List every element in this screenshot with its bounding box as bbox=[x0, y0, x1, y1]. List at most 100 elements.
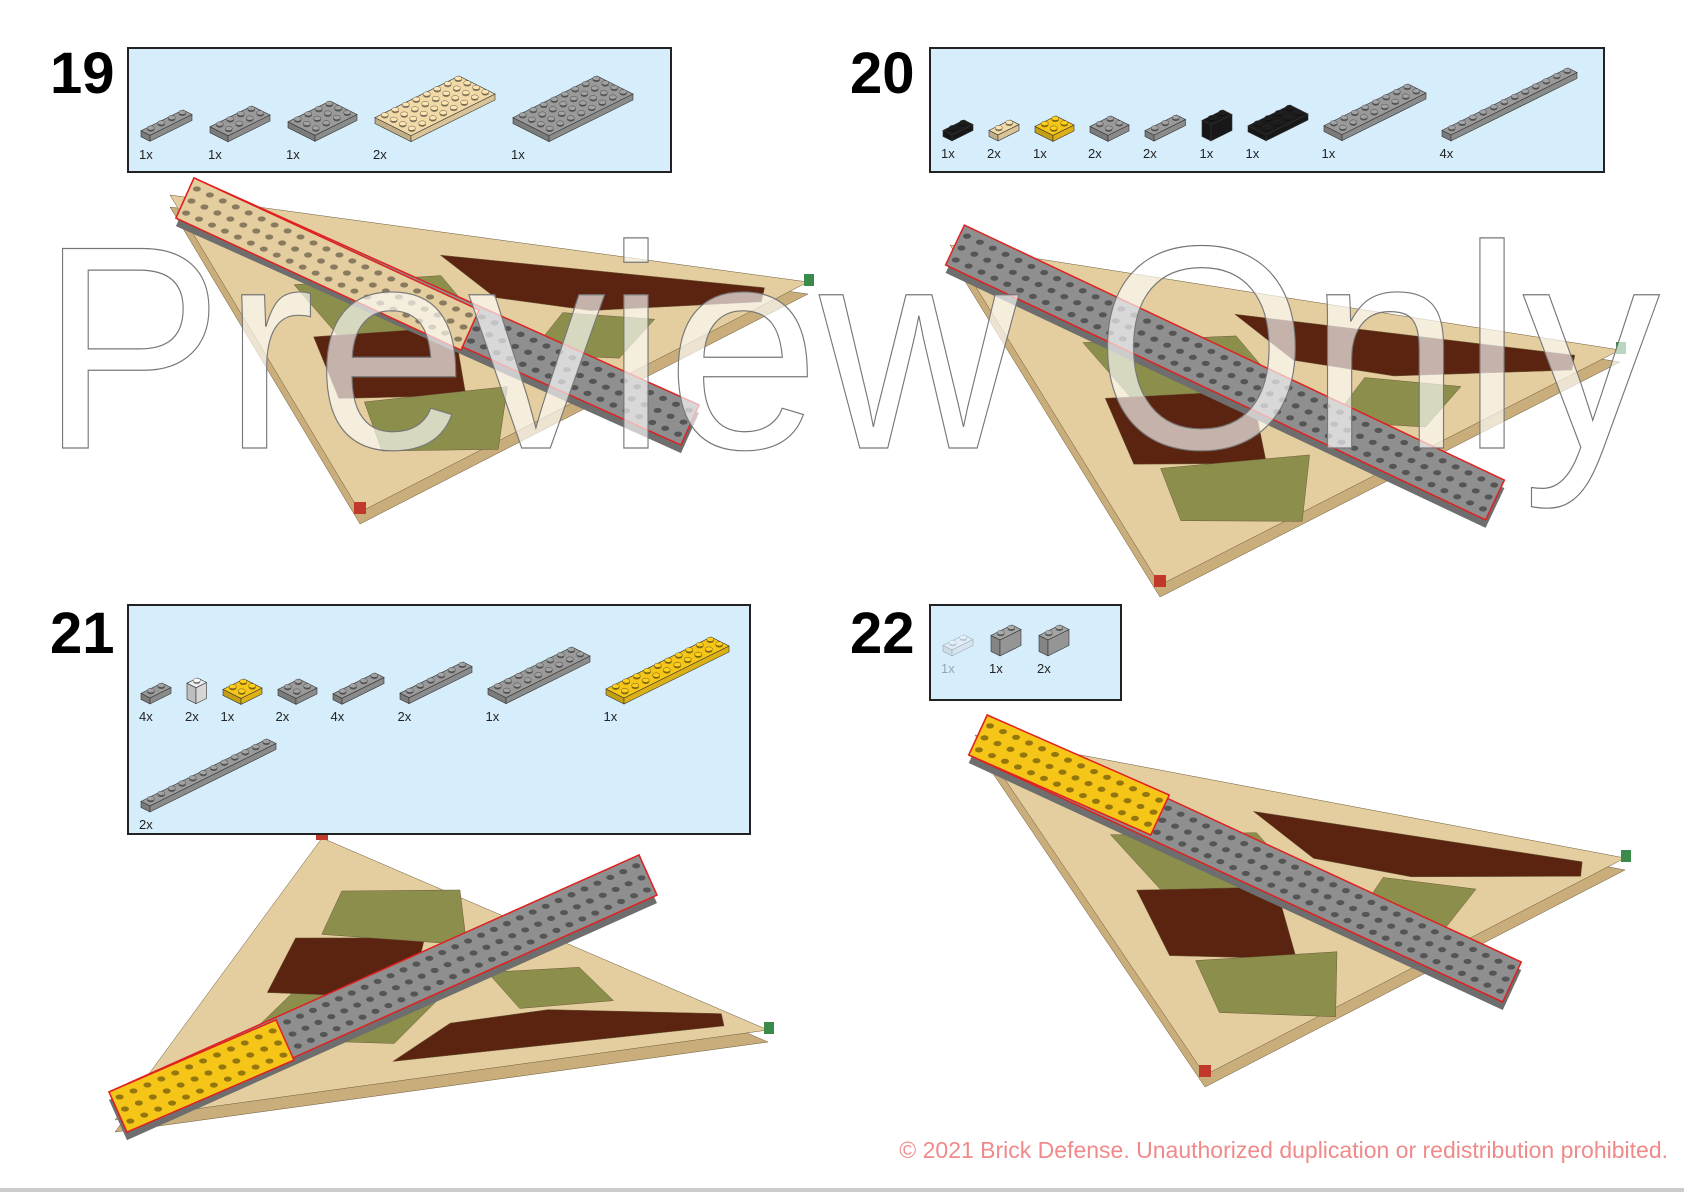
plate-2x2-icon bbox=[276, 678, 318, 705]
plate-2x10-icon bbox=[604, 636, 730, 705]
camo-olive bbox=[486, 967, 615, 1009]
part-count: 1x bbox=[511, 146, 525, 162]
tail-light bbox=[1154, 575, 1166, 587]
model-step-22 bbox=[967, 714, 1631, 1088]
model-step-21 bbox=[108, 828, 774, 1141]
part-count: 4x bbox=[139, 709, 153, 724]
part-count: 1x bbox=[485, 709, 500, 724]
plate-1x2-icon bbox=[988, 119, 1020, 142]
parts-row: 1x 1x 2x bbox=[941, 620, 1110, 676]
model-step-19 bbox=[169, 176, 814, 525]
part-count: 1x bbox=[1033, 145, 1047, 161]
plate-4x8-icon bbox=[512, 75, 634, 143]
part-plate-2x4: 1x bbox=[208, 101, 272, 162]
part-count: 2x bbox=[373, 146, 387, 162]
plate-1x2-icon bbox=[942, 119, 974, 142]
fuselage-plates bbox=[944, 224, 1506, 521]
part-plate-2x2: 1x bbox=[221, 674, 264, 724]
part-count: 1x bbox=[208, 146, 222, 162]
plate-2x4-icon bbox=[1246, 104, 1309, 142]
new-plates bbox=[108, 1018, 295, 1134]
plate-1x2-icon bbox=[942, 634, 974, 657]
parts-list-step-22: 1x 1x 2x bbox=[929, 604, 1122, 701]
wingtip-light bbox=[764, 1022, 774, 1034]
plate-1x2-icon bbox=[140, 682, 172, 705]
brick-1x2-icon bbox=[1200, 109, 1233, 142]
part-count: 1x bbox=[1321, 145, 1336, 161]
wingtip-light bbox=[1616, 342, 1626, 354]
part-plate-1x4: 1x bbox=[139, 105, 194, 162]
part-technic-brick-1x2: 1x bbox=[989, 620, 1023, 676]
wingtip-light bbox=[1621, 850, 1631, 862]
part-plate-4x4: 1x bbox=[286, 96, 359, 162]
page-bottom-divider bbox=[0, 1188, 1684, 1192]
part-count: 2x bbox=[275, 709, 290, 724]
part-count: 1x bbox=[941, 145, 955, 161]
part-count: 4x bbox=[330, 709, 345, 724]
part-count: 2x bbox=[987, 145, 1001, 161]
step-number-22: 22 bbox=[850, 601, 915, 666]
parts-list-step-20: 1x 2x 1x 2x 2x 1x 1x 1x 4x bbox=[929, 47, 1605, 173]
wingtip-light bbox=[804, 274, 814, 286]
part-count: 2x bbox=[1088, 145, 1102, 161]
part-bracket-1x1: 2x bbox=[185, 673, 209, 724]
camo-brown bbox=[439, 254, 765, 311]
part-plate-2x2: 1x bbox=[1033, 111, 1076, 161]
part-plate-4x8: 1x bbox=[511, 71, 635, 162]
part-count: 1x bbox=[1199, 145, 1214, 161]
part-count: 4x bbox=[1439, 145, 1454, 161]
part-count: 2x bbox=[139, 816, 153, 832]
new-plates bbox=[174, 176, 481, 352]
plate-2x2-icon bbox=[1089, 115, 1130, 142]
step-number-20: 20 bbox=[850, 41, 915, 106]
part-plate-2x8: 1x bbox=[1322, 79, 1428, 161]
plate-1x3-icon bbox=[1144, 114, 1187, 142]
camo-olive bbox=[321, 889, 467, 946]
part-count: 1x bbox=[941, 660, 955, 676]
plate-1x6-icon bbox=[398, 661, 473, 705]
part-plate-1x6: 2x bbox=[398, 657, 474, 724]
plate-2x8-icon bbox=[486, 647, 591, 705]
step-number-21: 21 bbox=[50, 601, 115, 666]
plate-2x8-icon bbox=[1322, 83, 1427, 142]
plate-4x8-icon bbox=[374, 75, 496, 143]
camo-olive bbox=[1160, 454, 1310, 522]
parts-row: 1x 2x 1x 2x 2x 1x 1x 1x 4x bbox=[941, 63, 1593, 161]
part-plate-4x8: 2x bbox=[373, 71, 497, 162]
plate-1x4-icon bbox=[331, 672, 385, 705]
part-plate-1x2: 1x bbox=[941, 630, 975, 676]
part-plate-1x2: 4x bbox=[139, 678, 173, 724]
part-count: 1x bbox=[286, 146, 300, 162]
tail-light bbox=[1199, 1065, 1211, 1077]
camo-olive bbox=[364, 386, 508, 452]
plate-1x12-icon bbox=[1440, 67, 1578, 142]
part-count: 1x bbox=[1245, 145, 1260, 161]
part-plate-2x8: 1x bbox=[486, 642, 592, 724]
part-plate-1x12: 2x bbox=[139, 734, 278, 832]
part-count: 2x bbox=[1037, 660, 1051, 676]
new-plates bbox=[967, 714, 1171, 836]
step-number-19: 19 bbox=[50, 41, 115, 106]
part-plate-1x12: 4x bbox=[1440, 63, 1579, 161]
part-plate-2x2: 2x bbox=[276, 674, 319, 724]
part-plate-1x4: 4x bbox=[331, 668, 386, 724]
technic-brick-1x2-icon bbox=[990, 624, 1022, 657]
part-plate-2x4: 1x bbox=[1246, 100, 1310, 161]
plate-1x12-icon bbox=[140, 738, 277, 813]
part-plate-1x3: 2x bbox=[1143, 110, 1188, 161]
copyright-footer: © 2021 Brick Defense. Unauthorized dupli… bbox=[899, 1137, 1668, 1163]
part-count: 2x bbox=[397, 709, 412, 724]
camo-olive bbox=[1195, 951, 1338, 1017]
brick-1x2-side-studs-icon bbox=[1038, 624, 1070, 657]
part-count: 1x bbox=[220, 709, 235, 724]
bracket-1x1-icon bbox=[186, 677, 208, 705]
plate-2x2-icon bbox=[1034, 115, 1075, 142]
plate-2x2-icon bbox=[221, 678, 263, 705]
parts-list-step-19: 1x 1x 1x 2x 1x bbox=[127, 47, 672, 173]
part-count: 1x bbox=[139, 146, 153, 162]
plate-4x4-icon bbox=[287, 100, 358, 143]
parts-row: 1x 1x 1x 2x 1x bbox=[139, 71, 660, 162]
